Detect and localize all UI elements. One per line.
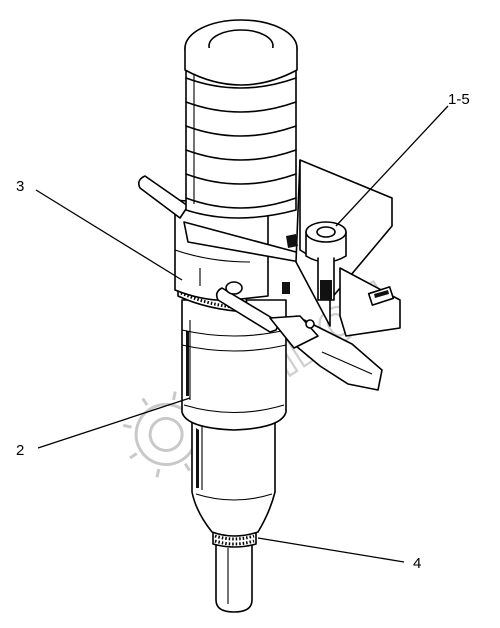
tappet-cap (184, 19, 298, 86)
leader-4 (257, 537, 405, 563)
follower-spring (185, 57, 297, 219)
leader-3 (35, 189, 183, 281)
rocker-lever (269, 315, 383, 391)
plunger-rod (138, 175, 189, 219)
callout-label-3: 3 (16, 178, 24, 195)
nozzle-tip (215, 539, 253, 613)
adjusting-pin (215, 281, 279, 333)
unit-injector (138, 19, 401, 613)
callout-label-4: 4 (413, 555, 421, 572)
injector-body (181, 299, 287, 431)
nozzle-nut (191, 419, 276, 537)
callout-label-1-5: 1-5 (448, 91, 470, 108)
leader-lines (35, 105, 449, 563)
leader-2 (37, 397, 191, 449)
leader-1-5 (335, 105, 449, 227)
callout-label-2: 2 (16, 442, 24, 459)
clamp-bolt (282, 221, 347, 301)
